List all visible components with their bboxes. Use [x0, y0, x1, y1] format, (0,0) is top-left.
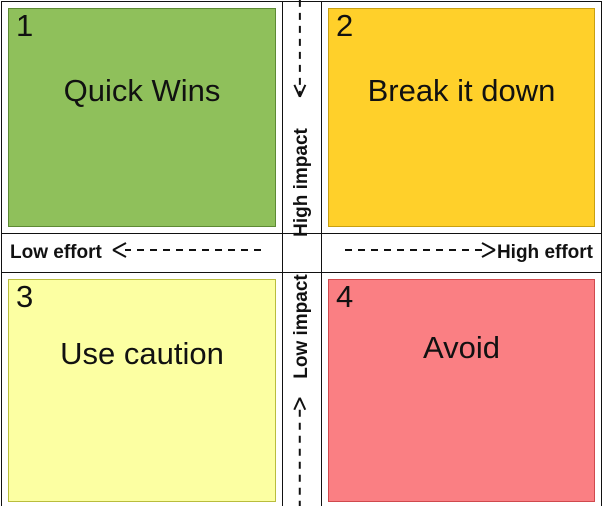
quadrant-cell-2[interactable]: 2 Break it down: [321, 1, 602, 234]
horizontal-axis-left-cell: Low effort: [1, 233, 283, 273]
quadrant-1-number: 1: [16, 8, 34, 43]
quadrant-2-number: 2: [336, 8, 354, 43]
dashed-arrow-right-icon: [344, 242, 497, 264]
dashed-arrow-up-icon: [291, 0, 313, 119]
quadrant-2-break-it-down[interactable]: 2 Break it down: [328, 8, 595, 227]
horizontal-axis-low-effort: Low effort: [2, 234, 282, 272]
quadrant-cell-4[interactable]: 4 Avoid: [321, 272, 602, 506]
quadrant-3-label: Use caution: [60, 336, 224, 371]
horizontal-axis-right-label: High effort: [496, 242, 593, 263]
dashed-arrow-down-icon: [291, 387, 313, 506]
vertical-axis-bottom-label: Low impact: [291, 273, 313, 379]
vertical-axis-top-label: High impact: [291, 127, 313, 237]
quadrant-4-number: 4: [336, 279, 354, 314]
vertical-axis-low-impact: Low impact: [283, 273, 321, 506]
vertical-axis-high-impact: High impact: [283, 0, 321, 236]
vertical-axis-bottom-cell: Low impact: [282, 272, 322, 506]
dashed-arrow-left-icon: [111, 242, 261, 264]
horizontal-axis-left-label: Low effort: [10, 242, 102, 263]
horizontal-axis-right-cell: High effort: [321, 233, 602, 273]
vertical-axis-top-cell: High impact: [282, 0, 322, 236]
quadrant-3-use-caution[interactable]: 3 Use caution: [8, 279, 276, 502]
quadrant-4-avoid[interactable]: 4 Avoid: [328, 279, 595, 502]
horizontal-axis-high-effort: High effort: [322, 234, 601, 272]
quadrant-3-number: 3: [16, 279, 34, 314]
quadrant-1-quick-wins[interactable]: 1 Quick Wins: [8, 8, 276, 227]
quadrant-2-label: Break it down: [367, 73, 556, 108]
quadrant-1-label: Quick Wins: [63, 73, 221, 108]
quadrant-4-label: Avoid: [423, 330, 500, 365]
axis-origin-cell: [282, 233, 322, 273]
quadrant-cell-3[interactable]: 3 Use caution: [1, 272, 283, 506]
quadrant-cell-1[interactable]: 1 Quick Wins: [1, 1, 283, 234]
